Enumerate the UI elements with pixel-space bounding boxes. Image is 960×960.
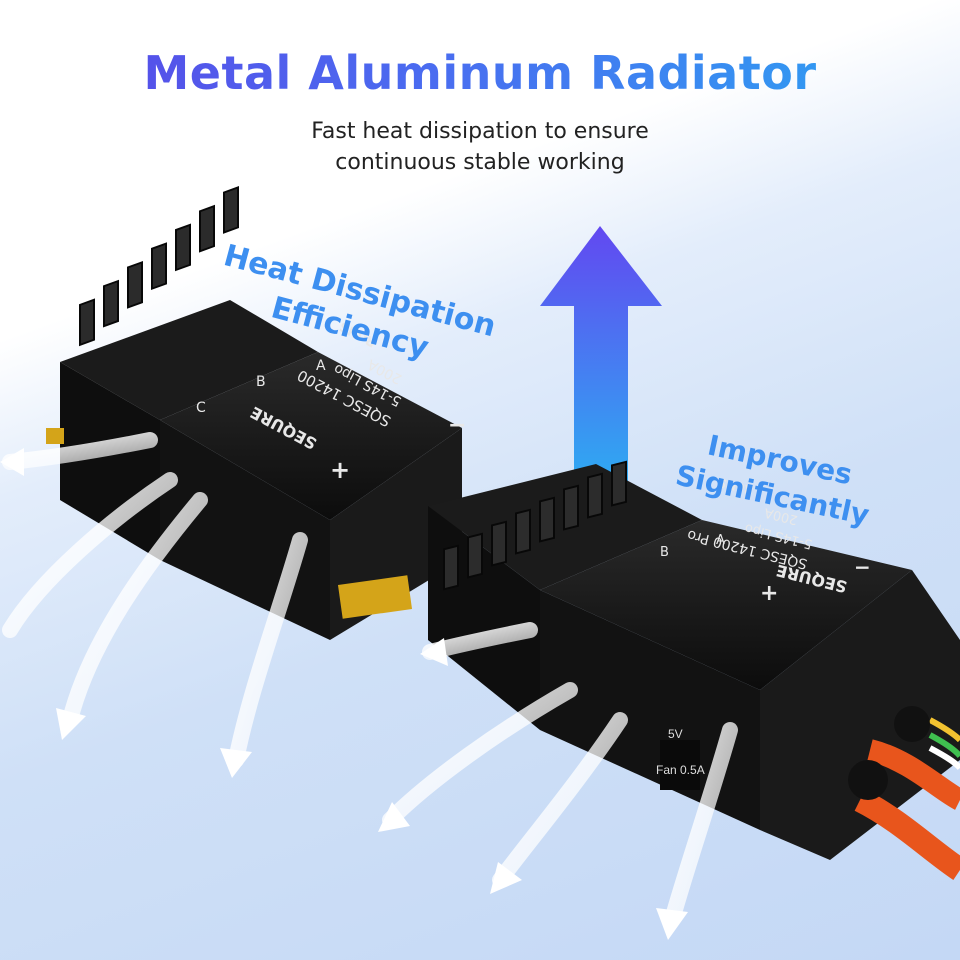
airflow-arrow-icon — [378, 682, 578, 832]
airflow-arrow-icon — [420, 622, 538, 666]
esc-right-plus: + — [760, 581, 778, 606]
subtitle-line-2: continuous stable working — [335, 150, 625, 175]
airflow-arrow-icon — [490, 712, 628, 894]
esc-right-minus: − — [854, 555, 871, 579]
subtitle-line-1: Fast heat dissipation to ensure — [311, 119, 649, 144]
gold-connector-left — [337, 575, 413, 619]
esc-right-fan-voltage: 5V — [668, 727, 683, 741]
airflow-arrow-icon — [2, 472, 178, 638]
airflow-arrow-icon — [0, 432, 158, 476]
esc-left-phase-c: C — [196, 400, 206, 416]
airflow-arrow-icon — [656, 722, 738, 940]
heatsink-right — [428, 460, 702, 730]
esc-right: 5V Fan 0.5A SEQURE SQESC 14200 Pro 5-14S… — [428, 460, 960, 880]
up-arrow-icon — [540, 226, 662, 500]
airflow-arrow-icon — [220, 532, 308, 778]
fan-switch — [660, 740, 700, 790]
esc-right-fan-current: Fan 0.5A — [656, 763, 705, 777]
wire-harness — [848, 706, 960, 880]
airflow-arrows — [0, 432, 738, 940]
esc-left-plus: + — [330, 456, 350, 484]
esc-left-minus: − — [448, 413, 466, 438]
esc-left-phase-a: A — [316, 358, 326, 374]
gold-tab-left — [46, 428, 64, 444]
esc-right-phase-a: A — [716, 533, 725, 548]
airflow-arrow-icon — [56, 492, 208, 740]
esc-right-phase-b: B — [660, 545, 669, 560]
page-subtitle: Fast heat dissipation to ensure continuo… — [0, 116, 960, 178]
esc-left-phase-b: B — [256, 374, 266, 390]
page-title: Metal Aluminum Radiator — [0, 46, 960, 100]
